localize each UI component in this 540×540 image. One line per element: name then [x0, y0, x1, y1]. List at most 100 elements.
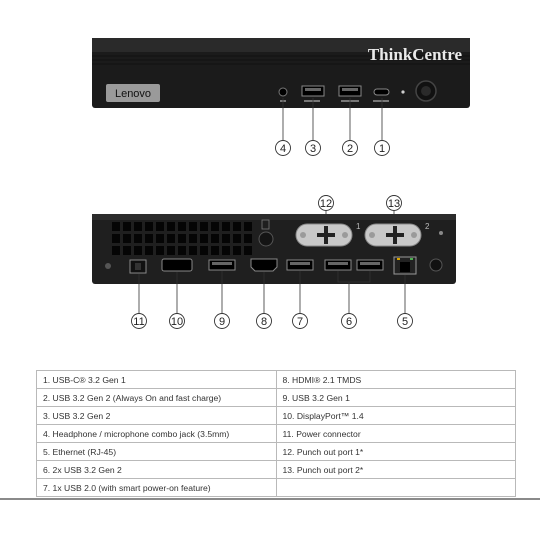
security-slot — [105, 263, 111, 269]
rear-screw — [258, 231, 274, 247]
vent-slot — [178, 222, 186, 231]
callout-7: 7 — [297, 316, 303, 328]
rear-callouts: 11 10 9 8 7 6 5 — [131, 313, 413, 329]
vent-slot — [200, 234, 208, 243]
punch-out-2-number: 2 — [425, 222, 430, 231]
vent-slot — [123, 246, 131, 255]
vent-slot — [200, 222, 208, 231]
rear-leader-lines — [138, 271, 406, 313]
callout-3: 3 — [310, 143, 316, 155]
vent-slot — [222, 222, 230, 231]
legend-cell: 4. Headphone / microphone combo jack (3.… — [36, 424, 277, 443]
callout-1-circle — [374, 140, 390, 156]
callout-10: 10 — [171, 316, 183, 328]
front-vent-lines — [92, 55, 470, 65]
vent-slot — [145, 246, 153, 255]
legend-cell: 13. Punch out port 2* — [275, 460, 516, 479]
usb-c-port — [373, 88, 390, 96]
vent-slot — [233, 234, 241, 243]
vent-slot — [167, 222, 175, 231]
callout-12: 12 — [320, 198, 332, 210]
usb-a-port-2-tongue — [342, 88, 358, 91]
usb-a-port-6b-tongue — [360, 262, 380, 265]
vent-slot — [200, 246, 208, 255]
callout-10-circle — [169, 313, 185, 329]
legend-row: 2. USB 3.2 Gen 2 (Always On and fast cha… — [36, 388, 516, 407]
vent-slot — [156, 234, 164, 243]
vent-slot — [156, 222, 164, 231]
antenna-hole — [439, 231, 443, 235]
callout-8: 8 — [261, 316, 267, 328]
legend-row: 5. Ethernet (RJ-45)12. Punch out port 1* — [36, 442, 516, 461]
callout-9: 9 — [219, 316, 225, 328]
vent-slot — [112, 222, 120, 231]
callout-5-circle — [397, 313, 413, 329]
power-indicator-led — [401, 90, 405, 94]
vent-slot — [123, 234, 131, 243]
vent-slot — [145, 234, 153, 243]
page-divider — [0, 498, 540, 500]
legend-cell: 2. USB 3.2 Gen 2 (Always On and fast cha… — [36, 388, 277, 407]
front-callouts: 4 3 2 1 — [275, 140, 390, 156]
vent-slot — [244, 234, 252, 243]
rear-right-screw — [429, 258, 443, 272]
ethernet-port-socket — [400, 262, 410, 272]
vent-slot — [123, 222, 131, 231]
vent-slot — [211, 246, 219, 255]
callout-2: 2 — [347, 143, 353, 155]
callout-2-circle — [342, 140, 358, 156]
hdmi-port — [250, 258, 278, 272]
ethernet-led-right — [410, 258, 413, 260]
legend-cell: 6. 2x USB 3.2 Gen 2 — [36, 460, 277, 479]
legend-cell: 12. Punch out port 1* — [275, 442, 516, 461]
vent-slot — [112, 234, 120, 243]
vent-slot — [167, 246, 175, 255]
punch-out-1-screw-left — [300, 232, 306, 238]
vent-slot — [244, 246, 252, 255]
usb-a-port-3-tongue — [305, 88, 321, 91]
legend-cell: 9. USB 3.2 Gen 1 — [275, 388, 516, 407]
callout-4: 4 — [280, 143, 286, 155]
front-view: ThinkCentre Lenovo — [92, 38, 470, 156]
punch-out-1-screw-right — [342, 232, 348, 238]
legend-cell: 8. HDMI® 2.1 TMDS — [275, 370, 516, 389]
vent-slot — [178, 246, 186, 255]
callout-6-circle — [341, 313, 357, 329]
vent-slot — [233, 222, 241, 231]
front-leader-lines — [282, 98, 383, 140]
legend-cell: 5. Ethernet (RJ-45) — [36, 442, 277, 461]
legend-cell: 11. Power connector — [275, 424, 516, 443]
headphone-jack — [278, 87, 288, 97]
rear-view: 12 13 1 2 — [92, 195, 456, 329]
callout-3-circle — [305, 140, 321, 156]
callout-9-circle — [214, 313, 230, 329]
callout-8-circle — [256, 313, 272, 329]
callout-13: 13 — [388, 198, 400, 210]
legend-row: 4. Headphone / microphone combo jack (3.… — [36, 424, 516, 443]
vent-slot — [211, 234, 219, 243]
vent-slot — [222, 246, 230, 255]
vent-slot — [156, 246, 164, 255]
ethernet-led-left — [397, 258, 400, 260]
power-button-center — [421, 86, 431, 96]
plus-icon-vertical — [324, 226, 328, 244]
usb-a-port-9-tongue — [212, 262, 232, 265]
lenovo-badge — [106, 84, 160, 102]
punch-out-2-screw-right — [411, 232, 417, 238]
vent-slot — [189, 234, 197, 243]
callout-11-circle — [131, 313, 147, 329]
vent-slot — [112, 246, 120, 255]
vent-slot — [134, 246, 142, 255]
vent-slot — [222, 234, 230, 243]
punch-out-1-number: 1 — [356, 222, 361, 231]
vent-slot — [189, 246, 197, 255]
legend-cell — [275, 478, 516, 497]
vent-slot — [244, 222, 252, 231]
power-connector-pin — [135, 263, 141, 270]
callout-1: 1 — [379, 143, 385, 155]
callout-6: 6 — [346, 316, 352, 328]
